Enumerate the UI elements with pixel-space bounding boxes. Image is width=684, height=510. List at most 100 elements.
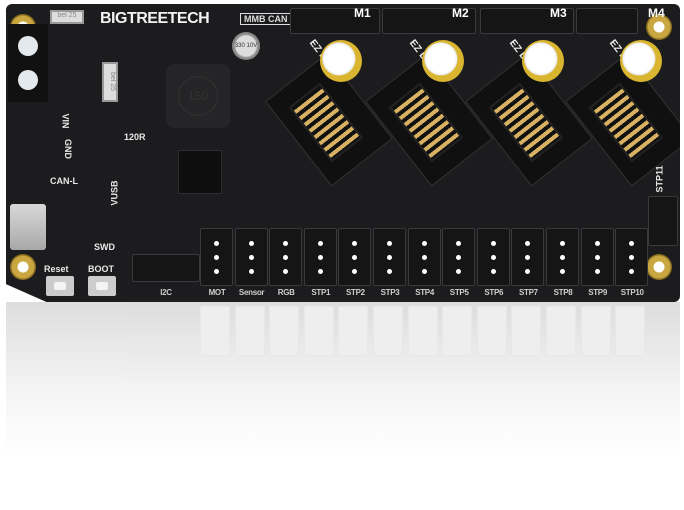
port-label: MOT [208,288,226,297]
pin [629,269,635,274]
port-connector-stp9[interactable] [580,228,614,286]
pin [352,241,358,246]
inductor-label: 150 [178,76,218,116]
pin [421,269,427,274]
model-label: MMB CAN [240,13,292,25]
pin [352,255,358,260]
pin [387,241,392,246]
motor-connector-m2[interactable] [382,8,476,34]
reflection-connector [407,306,438,356]
reset-label: Reset [44,264,69,274]
port-label: RGB [277,288,295,297]
port-connector-mot[interactable] [200,228,233,286]
reflection-connector [476,306,507,356]
driver-capacitor [320,40,362,82]
pin [456,255,462,260]
pcb-board: BIGTREETECH MMB CAN bel 25 bel 25 150 33… [6,4,680,302]
m1-label: M1 [354,6,371,20]
pin [594,269,600,274]
pin [421,241,427,246]
power-terminal [8,24,48,102]
pin [248,255,254,260]
m3-label: M3 [550,6,567,20]
pin [283,269,289,274]
pin [560,241,565,246]
driver-capacitor [422,40,464,82]
pin [629,241,635,246]
pin [352,269,358,274]
pin [317,255,323,260]
port-label: STP7 [518,288,538,297]
dip-switch[interactable] [288,82,364,163]
reflection-connector [511,306,542,356]
pin [248,241,254,246]
port-connector-stp5[interactable] [442,228,476,286]
m4-label: M4 [648,6,665,20]
boot-button[interactable] [88,276,116,296]
port-label: STP3 [380,288,400,297]
reflection-connector [269,306,300,356]
fuse: bel 25 [102,62,118,102]
port-label: STP4 [415,288,434,297]
port-connector-stp4[interactable] [407,228,441,286]
reflection-connector [373,306,403,356]
dip-switch[interactable] [388,82,464,163]
port-label: I2C [160,288,172,297]
pin [456,269,462,274]
port-connector-sensor[interactable] [234,228,268,286]
port-connector-stp2[interactable] [338,228,372,286]
driver-capacitor [620,40,662,82]
motor-connector-m4[interactable] [576,8,638,34]
reflection-connector [442,306,473,356]
pin [525,269,531,274]
reset-button[interactable] [46,276,74,296]
inductor: 150 [166,64,230,128]
dip-switch[interactable] [588,82,664,163]
boot-label: BOOT [88,264,114,274]
pin [629,255,635,260]
pin [387,255,392,260]
reflection-connector [580,306,611,356]
pin [560,269,565,274]
resistor-label: 120R [124,132,146,142]
port-label: Sensor [238,288,265,297]
mounting-hole [10,254,36,280]
can-l-label: CAN-L [50,176,78,186]
stp11-connector[interactable] [648,196,678,246]
port-label: STP8 [553,288,573,297]
reflection-connector [200,306,230,356]
mounting-hole [646,14,672,40]
port-label: STP1 [311,288,331,297]
swd-label: SWD [94,242,115,252]
usb-c-port[interactable] [10,204,46,250]
port-connector-stp1[interactable] [303,228,337,286]
port-label: STP10 [620,288,644,297]
fuse: bel 25 [50,10,84,24]
motor-connector-m3[interactable] [480,8,574,34]
port-connector-stp7[interactable] [511,228,545,286]
driver-capacitor [522,40,564,82]
pin [387,269,392,274]
vusb-label: VUSB [109,180,120,206]
pin [525,255,531,260]
m2-label: M2 [452,6,469,20]
port-connector-stp8[interactable] [546,228,579,286]
port-connector-rgb[interactable] [269,228,303,286]
gnd-label: GND [63,139,73,159]
port-label: STP6 [484,288,504,297]
port-connector-stp3[interactable] [373,228,406,286]
dip-switch[interactable] [488,82,564,163]
brand-logo: BIGTREETECH [100,10,210,27]
mounting-hole [646,254,672,280]
pin [560,255,565,260]
motor-connector-m1[interactable] [290,8,380,34]
reflection-connector [303,306,334,356]
pin [214,241,219,246]
pin [594,255,600,260]
i2c-connector[interactable] [132,254,200,282]
port-connector-stp6[interactable] [476,228,510,286]
port-connector-stp10[interactable] [615,228,649,286]
pin [525,241,531,246]
pin [283,255,289,260]
reflection-connector [234,306,265,356]
